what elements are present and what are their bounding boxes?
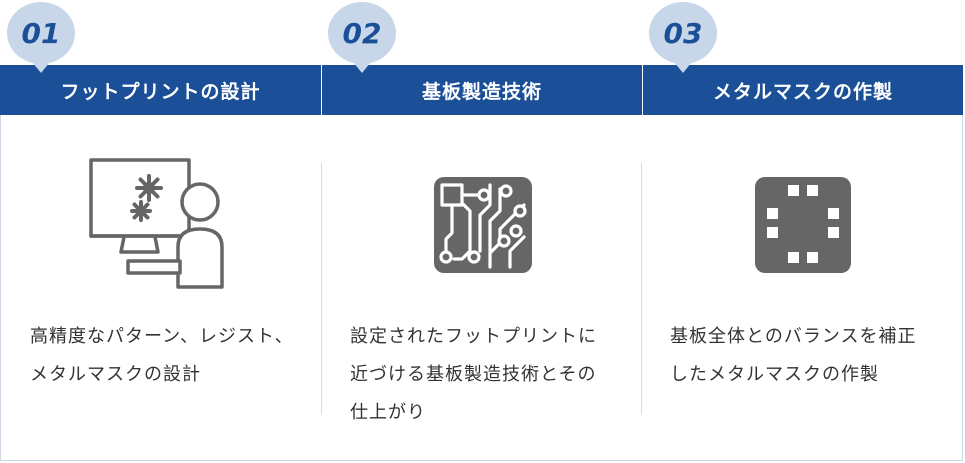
step-3-number-badge: 03 (649, 2, 717, 73)
step-2-header: 基板製造技術 (321, 65, 642, 115)
step-1-description: 高精度なパターン、レジスト、 メタルマスクの設計 (30, 326, 294, 385)
step-2-description: 設定されたフットプリントに 近づける基板製造技術とその 仕上がり (350, 326, 597, 423)
step-2-title: 基板製造技術 (421, 80, 542, 103)
step-1-number-badge: 01 (7, 2, 75, 73)
step-1-title: フットプリントの設計 (60, 80, 261, 103)
step-1-header: フットプリントの設計 (0, 65, 321, 115)
step-3-description: 基板全体とのバランスを補正 したメタルマスクの作製 (670, 326, 917, 385)
column-divider (321, 163, 322, 415)
steps-header-bar: フットプリントの設計 基板製造技術 メタルマスクの作製 (0, 65, 963, 115)
step-1-number: 01 (21, 16, 61, 50)
step-3-header: メタルマスクの作製 (642, 65, 963, 115)
step-2-number: 02 (342, 16, 382, 50)
metal-mask-icon (755, 177, 851, 277)
computer-user-gears-icon (88, 157, 228, 293)
step-3-number: 03 (663, 16, 703, 50)
column-divider (641, 163, 642, 415)
circuit-board-icon (434, 177, 532, 277)
step-3-title: メタルマスクの作製 (712, 80, 893, 103)
step-2-number-badge: 02 (328, 2, 396, 73)
